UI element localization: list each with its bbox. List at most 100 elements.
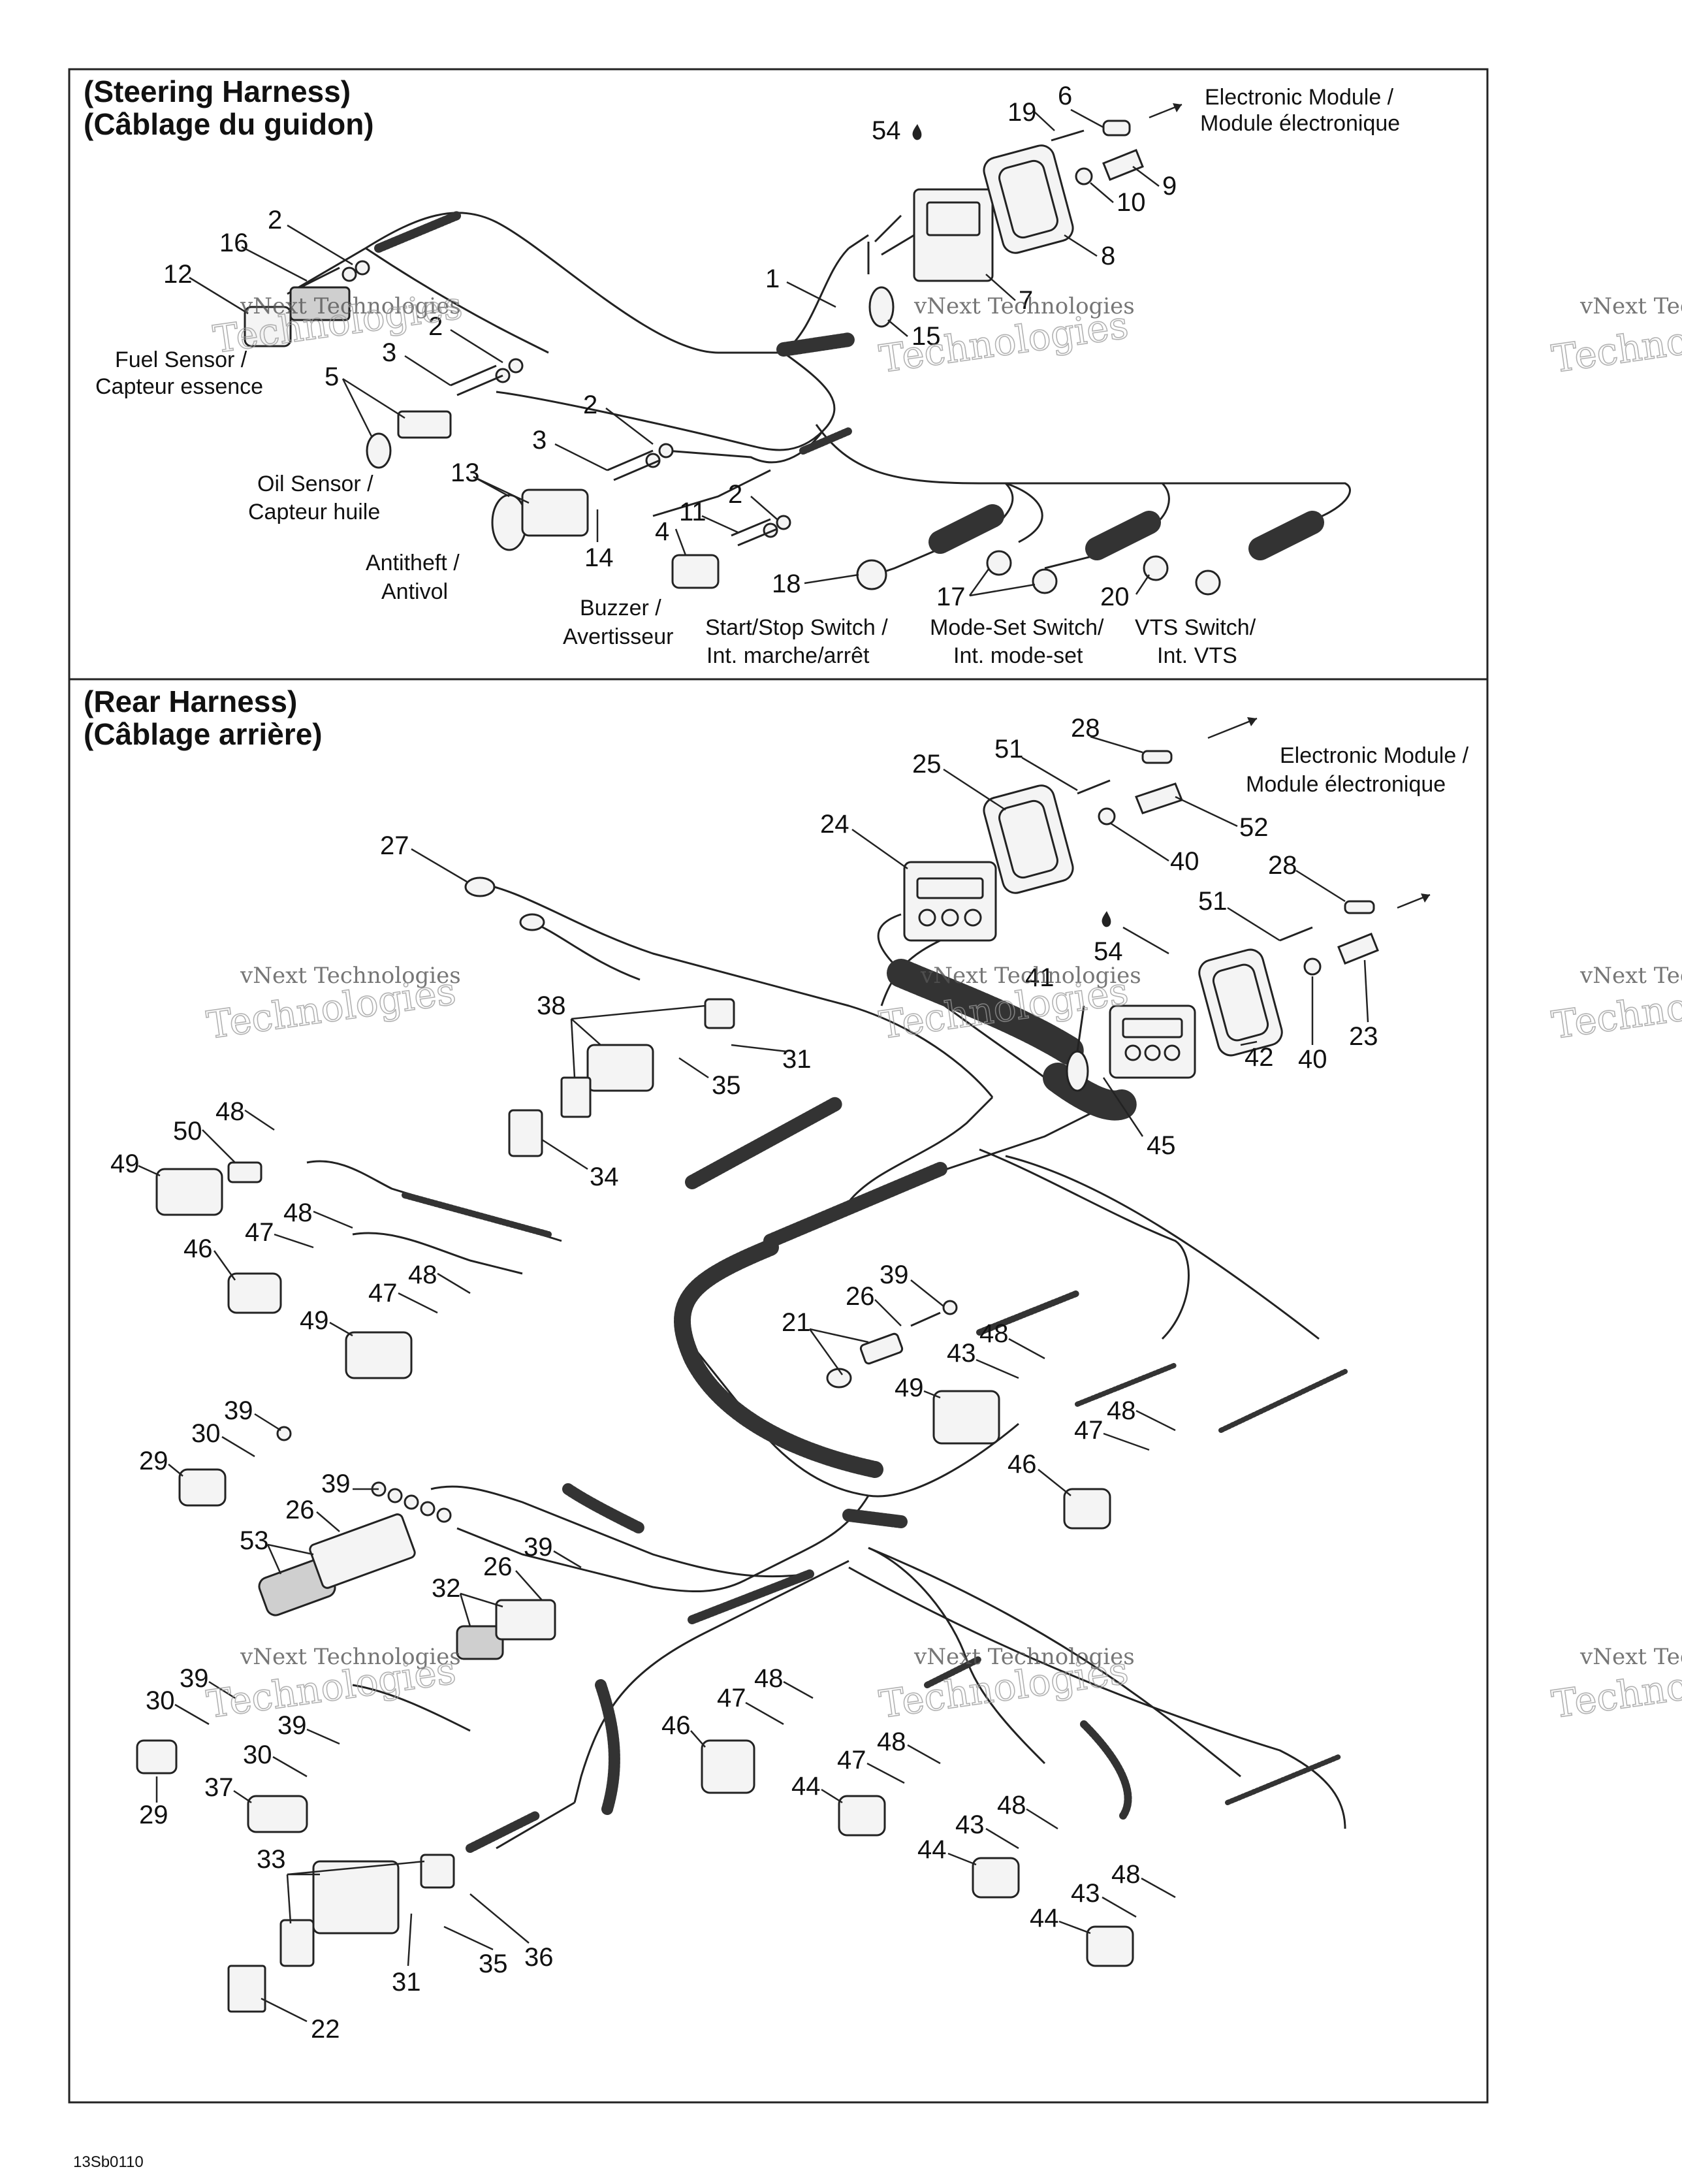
- callout: 7: [1019, 286, 1033, 315]
- callout: 2: [268, 206, 282, 234]
- callout: 48: [979, 1319, 1009, 1348]
- callout: 47: [1074, 1416, 1103, 1445]
- callout: 13: [451, 458, 480, 487]
- sealant-drop-icon: [912, 124, 922, 140]
- watermark-text: vNext Technologies: [240, 963, 461, 989]
- callout: 28: [1268, 851, 1297, 880]
- fuel-sensor-label-en: Fuel Sensor /: [115, 347, 247, 372]
- callout: 39: [180, 1664, 209, 1693]
- callout: 53: [240, 1526, 269, 1555]
- callout: 48: [1111, 1860, 1141, 1889]
- callout: 48: [997, 1791, 1026, 1820]
- callout: 12: [163, 260, 193, 289]
- vts-switch-label-en: VTS Switch/: [1135, 615, 1256, 640]
- callout: 2: [428, 312, 443, 341]
- callout: 39: [278, 1711, 307, 1740]
- callout: 11: [679, 498, 706, 526]
- watermark-text: vNext Technologies: [913, 293, 1135, 319]
- callout: 47: [245, 1218, 274, 1247]
- callout: 39: [524, 1533, 553, 1562]
- callout: 39: [224, 1396, 253, 1425]
- callout: 9: [1162, 172, 1177, 201]
- callout: 44: [917, 1835, 947, 1864]
- callout: 30: [146, 1686, 175, 1715]
- rear-harness: [136, 717, 1431, 2013]
- steering-harness: [244, 103, 1351, 596]
- buzzer-label-fr: Avertisseur: [563, 624, 673, 649]
- callout: 43: [1071, 1879, 1100, 1908]
- callout: 48: [1107, 1396, 1136, 1425]
- callout: 26: [285, 1496, 315, 1524]
- callout: 47: [837, 1746, 866, 1774]
- callout: 4: [655, 517, 669, 546]
- callout: 5: [325, 362, 339, 391]
- watermark-text: vNext Technologies: [240, 1644, 461, 1670]
- outer-frame: [68, 68, 1489, 2104]
- rear-title-en: (Rear Harness): [84, 684, 297, 718]
- callout: 37: [204, 1773, 234, 1802]
- callout: 32: [432, 1574, 461, 1603]
- callout: 17: [936, 583, 966, 611]
- callout: 49: [895, 1373, 924, 1402]
- steering-labels: Electronic Module / Module électronique …: [95, 85, 1400, 668]
- oil-sensor-label-en: Oil Sensor /: [257, 472, 373, 496]
- callout: 31: [782, 1045, 812, 1074]
- callout: 29: [139, 1447, 168, 1475]
- watermark-text: vNext Technologies: [920, 963, 1141, 989]
- fuel-sensor-label-fr: Capteur essence: [95, 374, 263, 399]
- vts-switch-label-fr: Int. VTS: [1157, 643, 1237, 668]
- callout: 43: [947, 1339, 976, 1368]
- callout: 47: [717, 1684, 746, 1712]
- callout: 2: [728, 480, 742, 509]
- mode-set-label-fr: Int. mode-set: [953, 643, 1083, 668]
- callout: 48: [283, 1198, 313, 1227]
- watermark-text: vNext Technologies: [1579, 1644, 1682, 1670]
- callout: 46: [661, 1711, 691, 1740]
- callout: 24: [820, 810, 849, 839]
- callout: 45: [1147, 1131, 1176, 1160]
- callout: 52: [1239, 813, 1269, 842]
- rear-callouts: 28 51 25 52 24 40 28 51 54 41 40 23 42 2…: [110, 714, 1378, 2044]
- callout: 38: [537, 991, 566, 1020]
- callout: 44: [1030, 1904, 1059, 1933]
- callout: 25: [912, 750, 942, 779]
- callout: 48: [754, 1664, 784, 1693]
- electronic-module-label-fr-rear: Module électronique: [1246, 772, 1446, 797]
- watermark-text: vNext Technologies: [1579, 293, 1682, 319]
- callout: 54: [872, 116, 901, 145]
- callout: 51: [1198, 887, 1228, 916]
- watermark-text: vNext Technologies: [1579, 963, 1682, 989]
- callout: 39: [321, 1469, 351, 1498]
- callout: 33: [257, 1845, 286, 1874]
- callout: 18: [772, 570, 801, 598]
- callout: 48: [877, 1727, 906, 1756]
- callout: 29: [139, 1801, 168, 1829]
- callout: 40: [1298, 1045, 1327, 1074]
- callout: 3: [382, 338, 396, 367]
- callout: 26: [483, 1552, 513, 1581]
- electronic-module-label-en: Electronic Module /: [1205, 85, 1394, 110]
- sealant-drop-icon: [1102, 911, 1111, 927]
- callout: 21: [782, 1308, 811, 1337]
- callout: 6: [1058, 82, 1072, 110]
- watermark-text: vNext Technologies: [913, 1644, 1135, 1670]
- callout: 48: [215, 1097, 245, 1126]
- callout: 27: [380, 831, 409, 860]
- callout: 46: [1008, 1450, 1037, 1479]
- oil-sensor-label-fr: Capteur huile: [248, 500, 380, 524]
- callout: 3: [532, 426, 547, 455]
- callout: 46: [183, 1234, 213, 1263]
- callout: 35: [479, 1950, 508, 1978]
- callout: 2: [583, 391, 597, 419]
- callout: 35: [712, 1071, 741, 1100]
- electronic-module-label-fr: Module électronique: [1200, 111, 1400, 136]
- steering-callouts: 19 6 54 10 9 8 7 15 1 2 16 12 2 3 5 2 3 …: [163, 82, 1177, 611]
- callout: 15: [912, 322, 941, 351]
- callout: 16: [219, 229, 249, 257]
- callout: 36: [524, 1943, 554, 1972]
- callout: 49: [110, 1149, 140, 1178]
- mode-set-label-en: Mode-Set Switch/: [930, 615, 1104, 640]
- antitheft-label-en: Antitheft /: [366, 551, 460, 575]
- callout: 14: [584, 543, 614, 572]
